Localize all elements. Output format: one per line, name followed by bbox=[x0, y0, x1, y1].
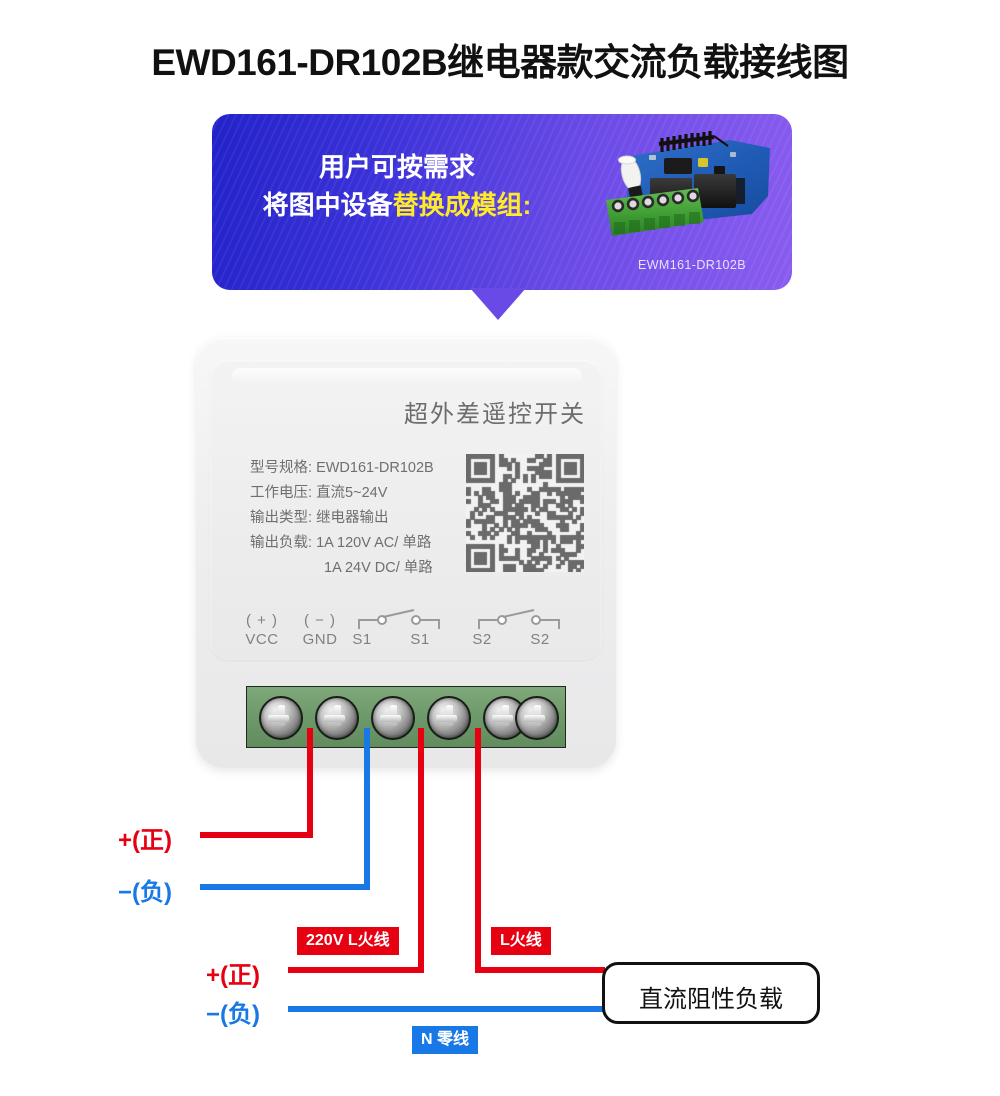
terminal-legend-s1-left: S1 bbox=[332, 630, 392, 650]
terminal-screw-6[interactable] bbox=[515, 696, 559, 740]
terminal-name-s2-left: S2 bbox=[472, 631, 492, 648]
panel-gloss-highlight bbox=[232, 368, 582, 384]
terminal-name-s1-right: S1 bbox=[410, 631, 430, 648]
spec-row-load: 输出负载: 1A 120V AC/ 单路 bbox=[250, 531, 500, 556]
device-brand-name: 超外差遥控开关 bbox=[404, 401, 586, 428]
banner-text: 用户可按需求 将图中设备替换成模组: bbox=[232, 148, 562, 224]
page-title: EWD161-DR102B继电器款交流负载接线图 bbox=[151, 42, 849, 83]
terminal-screw-3[interactable] bbox=[371, 696, 415, 740]
badge-220v-live: 220V L火线 bbox=[297, 927, 399, 955]
terminal-screw-1[interactable] bbox=[259, 696, 303, 740]
switch-symbol-s1-icon bbox=[356, 608, 442, 632]
wire-neutral-horizontal bbox=[288, 1006, 605, 1012]
wireless-switch-device: 超外差遥控开关 型号规格: EWD161-DR102B 工作电压: 直流5~24… bbox=[196, 338, 616, 768]
label-ac-positive: +(正) bbox=[206, 962, 260, 989]
module-caption: EWM161-DR102B bbox=[637, 258, 746, 272]
wire-load-live-horizontal bbox=[475, 967, 605, 973]
terminal-legend-vcc: ( + ) VCC bbox=[232, 612, 292, 650]
spec-label-model: 型号规格: bbox=[250, 460, 313, 476]
wire-vcc-red-vertical bbox=[307, 728, 313, 838]
terminal-symbol-gnd: ( − ) bbox=[303, 612, 337, 629]
banner-line-2-plain: 将图中设备 bbox=[262, 190, 393, 220]
terminal-name-s2-right: S2 bbox=[530, 631, 550, 648]
terminal-legend-gnd: ( − ) GND bbox=[290, 612, 350, 650]
terminal-name-gnd: GND bbox=[302, 631, 338, 648]
spec-label-load: 输出负载: bbox=[250, 535, 313, 551]
qr-code bbox=[466, 454, 584, 572]
switch-symbol-s2-icon bbox=[476, 608, 562, 632]
load-box: 直流阻性负载 bbox=[602, 962, 820, 1024]
wire-dc-positive-horizontal bbox=[200, 832, 313, 838]
relay-module-photo bbox=[602, 122, 782, 254]
label-dc-negative-top: −(负) bbox=[118, 879, 172, 906]
terminal-legend: ( + ) VCC ( − ) GND S1 S1 bbox=[232, 594, 582, 650]
terminal-symbol-vcc: ( + ) bbox=[245, 612, 279, 629]
terminal-legend-s2-left: S2 bbox=[452, 630, 512, 650]
banner-line-2: 将图中设备替换成模组: bbox=[232, 186, 562, 224]
terminal-name-vcc: VCC bbox=[245, 631, 279, 648]
label-dc-positive-top: +(正) bbox=[118, 827, 172, 854]
spec-row-load-continued: 1A 24V DC/ 单路 bbox=[324, 560, 433, 576]
label-ac-negative: −(负) bbox=[206, 1001, 260, 1028]
terminal-legend-s2-right: S2 bbox=[510, 630, 570, 650]
spec-value-output-type: 继电器输出 bbox=[316, 510, 389, 526]
wire-gnd-blue-vertical bbox=[364, 728, 370, 890]
spec-value-load: 1A 120V AC/ 单路 bbox=[316, 535, 432, 551]
terminal-name-s1-left: S1 bbox=[352, 631, 372, 648]
badge-live: L火线 bbox=[491, 927, 551, 955]
wire-dc-negative-horizontal bbox=[200, 884, 370, 890]
wire-s1-red-vertical bbox=[418, 728, 424, 973]
wire-ac-live-horizontal bbox=[288, 967, 424, 973]
spec-label-output-type: 输出类型: bbox=[250, 510, 313, 526]
wire-s2-red-vertical bbox=[475, 728, 481, 973]
load-box-label: 直流阻性负载 bbox=[639, 986, 783, 1013]
terminal-screw-4[interactable] bbox=[427, 696, 471, 740]
banner-pointer-arrow bbox=[470, 288, 526, 320]
spec-row-output-type: 输出类型: 继电器输出 bbox=[250, 506, 500, 531]
device-spec-list: 型号规格: EWD161-DR102B 工作电压: 直流5~24V 输出类型: … bbox=[250, 456, 500, 581]
spec-value-voltage: 直流5~24V bbox=[316, 485, 388, 501]
screw-terminal-block bbox=[246, 686, 566, 748]
terminal-screw-2[interactable] bbox=[315, 696, 359, 740]
spec-value-model: EWD161-DR102B bbox=[316, 460, 434, 476]
banner-line-1: 用户可按需求 bbox=[318, 152, 475, 182]
banner-line-2-highlight: 替换成模组: bbox=[392, 190, 532, 220]
spec-row-voltage: 工作电压: 直流5~24V bbox=[250, 481, 500, 506]
terminal-legend-s1-right: S1 bbox=[390, 630, 450, 650]
spec-row-model: 型号规格: EWD161-DR102B bbox=[250, 456, 500, 481]
spec-label-voltage: 工作电压: bbox=[250, 485, 313, 501]
badge-neutral: N 零线 bbox=[412, 1026, 479, 1054]
